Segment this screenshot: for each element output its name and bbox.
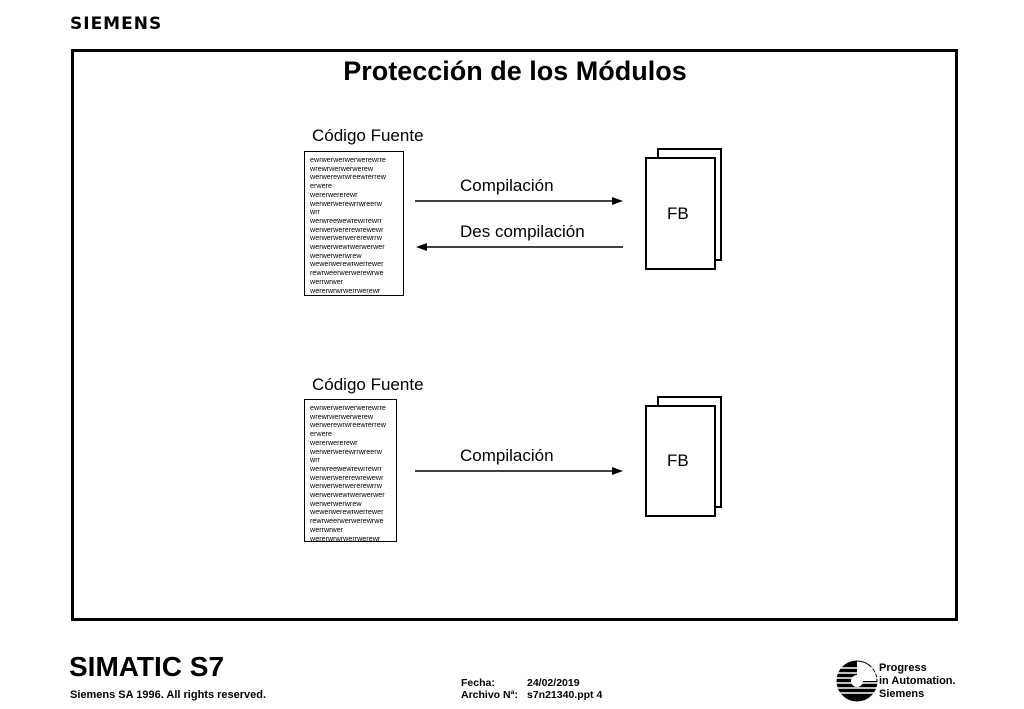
code-line: wererwererewr <box>310 189 358 199</box>
date-label: Fecha: <box>461 677 495 689</box>
compile-label-bottom: Compilación <box>460 446 554 465</box>
decompile-label-top: Des compilación <box>460 222 585 241</box>
code-line: wewerwerewrwerrewer <box>310 507 384 517</box>
code-line: werrwrwer <box>310 276 344 286</box>
fb-sheet-front-top <box>645 157 716 270</box>
slide-frame <box>71 49 958 621</box>
code-line: werwerwerwrew <box>310 498 362 508</box>
code-line: wewerwerewrwerrewer <box>310 259 384 269</box>
code-line: werwerwerewrrwreerw <box>310 198 382 208</box>
file-value: s7n21340.ppt 4 <box>527 689 603 701</box>
code-line: werwerwewrwerwerwer <box>310 490 385 500</box>
fb-label-bottom: FB <box>667 451 689 470</box>
code-line: ewrwerwerwerwerewrre <box>310 155 386 164</box>
source-code-caption-top: Código Fuente <box>312 126 424 145</box>
code-line: rewrweerwerwerewrwe <box>310 516 384 526</box>
compile-arrow-top <box>415 197 623 205</box>
compile-label-top: Compilación <box>460 176 554 195</box>
slogan-line-1: Progress <box>879 662 927 674</box>
slogan-line-2: in Automation. <box>879 675 956 687</box>
code-line: wrewrwerwerwerew <box>310 163 374 173</box>
compile-arrow-bottom <box>415 467 623 475</box>
code-line: werwreewewrewrrewrr <box>310 463 382 473</box>
code-line: wererwrwrwerrwerewr <box>310 285 381 295</box>
decompile-arrow-top <box>416 243 623 251</box>
fb-label-top: FB <box>667 204 689 223</box>
code-line: werwerwerewrrwreerw <box>310 446 382 456</box>
siemens-logo: SIEMENS <box>70 14 163 34</box>
code-line: ewrwerwerwerwerewrre <box>310 403 386 412</box>
fb-sheet-front-bottom <box>645 405 716 517</box>
date-value: 24/02/2019 <box>527 677 580 689</box>
slide-title: Protección de los Módulos <box>343 56 687 86</box>
file-label: Archivo Nª: <box>461 689 518 701</box>
code-line: werwerwerwererewrrw <box>310 233 382 243</box>
code-line: werwerwewrwerwerwer <box>310 242 385 252</box>
code-line: wrewrwerwerwerew <box>310 411 374 421</box>
code-line: werwerwerwererewrrw <box>310 481 382 491</box>
code-line: wrr <box>310 455 320 465</box>
code-line: wererwrwrwerrwerewr <box>310 533 381 542</box>
progress-logo-icon <box>836 660 878 702</box>
code-line: rewrweerwerwerewrwe <box>310 268 384 278</box>
code-line: werwerwerwrew <box>310 250 362 260</box>
code-line: erwere <box>310 181 332 191</box>
code-line: wererwererewr <box>310 437 358 447</box>
code-line: werrwrwer <box>310 524 344 534</box>
code-line: werwerwererewrewewr <box>310 472 384 482</box>
copyright-notice: Siemens SA 1996. All rights reserved. <box>70 689 267 701</box>
code-line: werwerewrwreewrerrew <box>310 420 386 430</box>
code-line: wrr <box>310 207 320 217</box>
code-line: erwere <box>310 429 332 439</box>
slogan-line-3: Siemens <box>879 688 925 700</box>
code-line: werwerwererewrewewr <box>310 224 384 234</box>
product-name: SIMATIC S7 <box>69 651 225 682</box>
code-line: werwreewewrewrrewrr <box>310 215 382 225</box>
source-code-caption-bottom: Código Fuente <box>312 375 424 394</box>
code-line: werwerewrwreewrerrew <box>310 172 386 182</box>
